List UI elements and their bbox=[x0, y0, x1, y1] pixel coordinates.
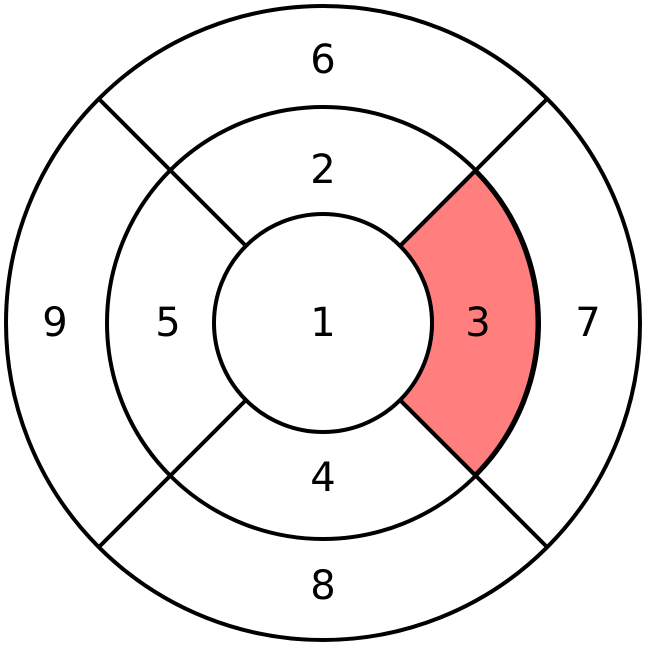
segment-label-4: 4 bbox=[310, 455, 335, 501]
segment-label-5: 5 bbox=[155, 300, 180, 346]
segment-label-1: 1 bbox=[310, 300, 335, 346]
divider-top-right bbox=[398, 97, 549, 248]
divider-top-left bbox=[97, 97, 248, 248]
segment-label-8: 8 bbox=[310, 563, 335, 609]
segment-label-7: 7 bbox=[575, 300, 600, 346]
segment-label-2: 2 bbox=[310, 147, 335, 193]
divider-bottom-right bbox=[398, 398, 549, 549]
divider-bottom-left bbox=[97, 398, 248, 549]
inner-circle bbox=[212, 212, 434, 434]
segment-label-9: 9 bbox=[42, 300, 67, 346]
segment-label-3: 3 bbox=[465, 300, 490, 346]
segment-label-6: 6 bbox=[310, 37, 335, 83]
